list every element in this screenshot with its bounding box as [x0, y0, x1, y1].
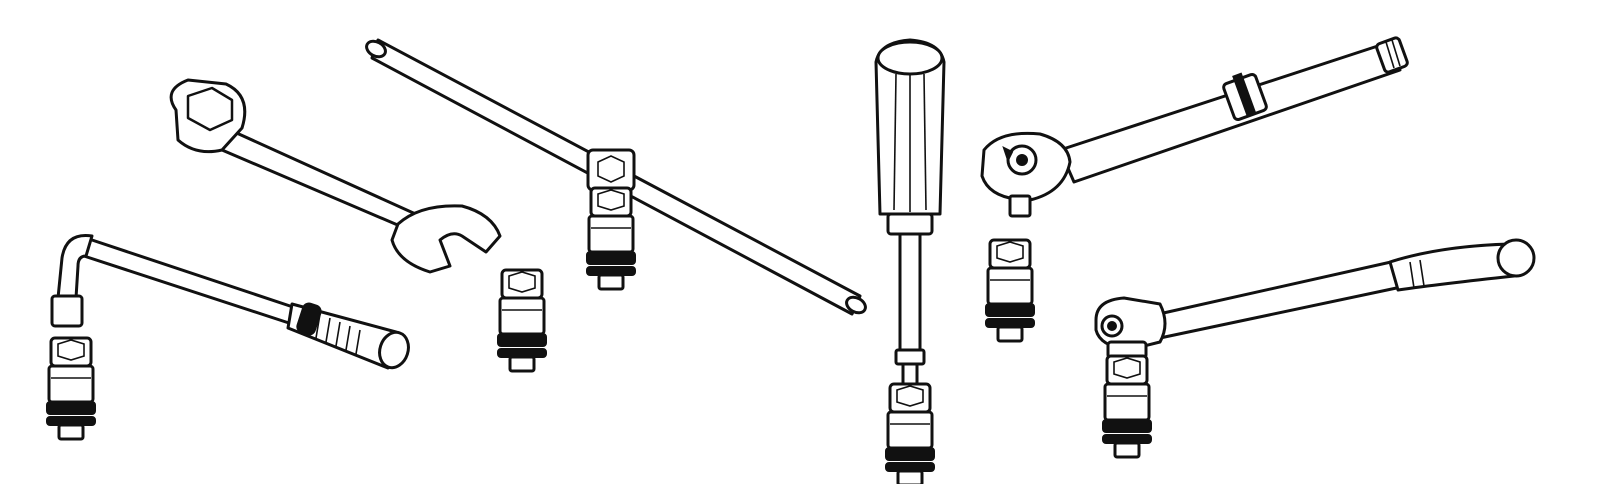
knurled-socket-adapter-icon: [1101, 354, 1153, 459]
screwdriver-icon: [874, 38, 946, 388]
knurled-socket-adapter-icon: [496, 268, 548, 373]
l-shaped-socket-wrench-icon: [50, 233, 410, 370]
flex-head-breaker-bar-icon: [1094, 238, 1536, 360]
combination-wrench-icon: [169, 78, 502, 274]
ratchet-handle-icon: [980, 36, 1409, 218]
knurled-socket-adapter-icon: [884, 382, 936, 484]
knurled-socket-adapter-icon: [45, 336, 97, 441]
knurled-socket-adapter-icon: [585, 186, 637, 291]
knurled-socket-adapter-icon: [984, 238, 1036, 343]
